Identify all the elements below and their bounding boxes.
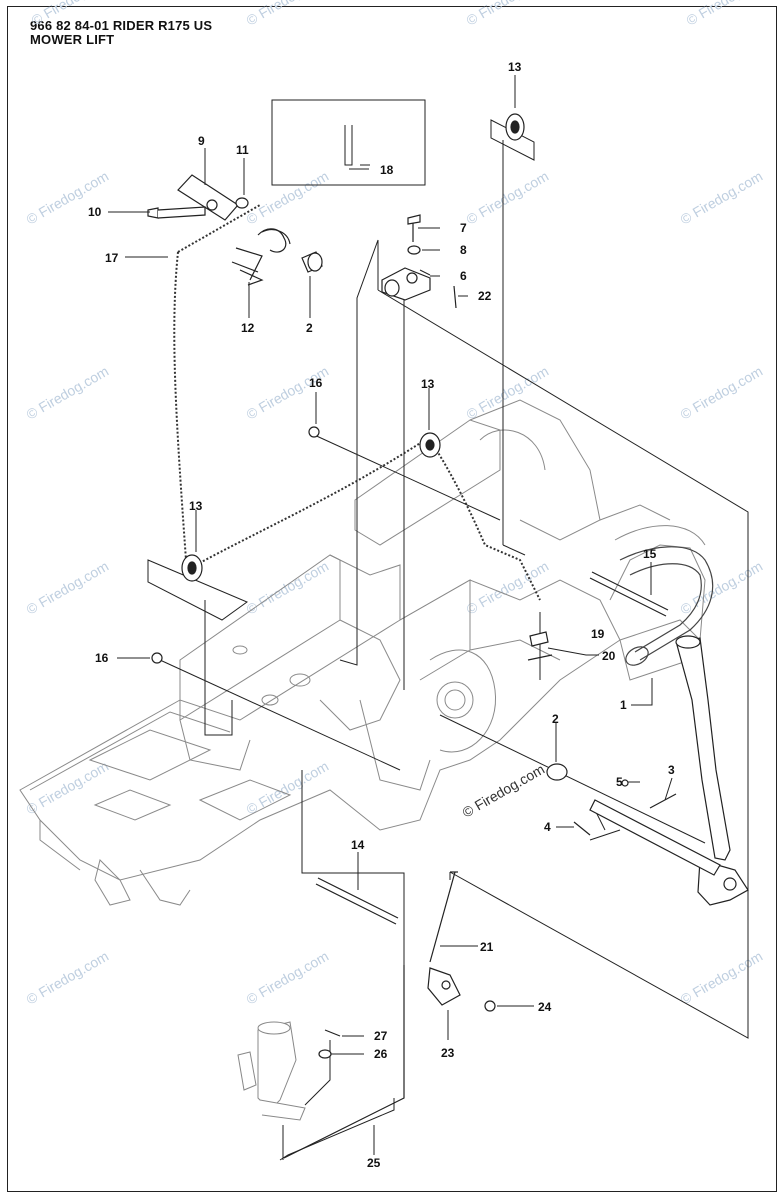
nut-part-24 xyxy=(484,1000,496,1012)
bolt-part-5 xyxy=(621,779,629,787)
nut-part-16-upper xyxy=(308,426,320,438)
callout-25: 25 xyxy=(367,1156,381,1170)
diagram-title: 966 82 84-01 RIDER R175 US xyxy=(30,18,213,33)
shaft-part-3 xyxy=(589,799,721,876)
callout-26: 26 xyxy=(374,1047,388,1061)
spring-part-12 xyxy=(231,228,291,286)
chassis-frame xyxy=(19,399,706,906)
pulley-lower-13 xyxy=(181,554,203,582)
callout-13-lower: 13 xyxy=(189,499,203,513)
pedal-assembly xyxy=(237,1021,306,1121)
nut-part-19 xyxy=(529,631,549,647)
callout-23: 23 xyxy=(441,1046,455,1060)
washer-part-26 xyxy=(318,1049,332,1059)
lift-chain xyxy=(173,204,541,601)
callout-12: 12 xyxy=(241,321,255,335)
bracket-part-23 xyxy=(427,967,461,1006)
callout-8: 8 xyxy=(460,243,467,257)
pulley-mid-13 xyxy=(419,432,441,458)
callout-14: 14 xyxy=(351,838,365,852)
watermark: © Firedog.com xyxy=(29,0,117,29)
callout-24: 24 xyxy=(538,1000,552,1014)
rod-part-14 xyxy=(315,877,399,925)
rod-part-15 xyxy=(589,571,669,617)
watermark: © Firedog.com xyxy=(24,558,112,618)
leader-lines xyxy=(147,99,749,1161)
watermark: © Firedog.com xyxy=(464,168,552,228)
watermark: © Firedog.com xyxy=(464,0,552,29)
callout-2-lower: 2 xyxy=(552,712,559,726)
pin-part-4 xyxy=(573,821,591,836)
pin-part-27 xyxy=(324,1029,341,1037)
bracket-part-9 xyxy=(147,174,249,221)
bushing-part-2-top xyxy=(301,251,323,273)
link-rod-part-21 xyxy=(429,871,458,963)
bushing-part-2-lower xyxy=(546,763,568,781)
watermark: © Firedog.com xyxy=(464,363,552,423)
callout-2-top: 2 xyxy=(306,321,313,335)
diagram-subtitle: MOWER LIFT xyxy=(30,32,115,47)
pulley-top-13 xyxy=(505,113,525,141)
bolt-part-7 xyxy=(407,214,421,242)
callout-22: 22 xyxy=(478,289,492,303)
callout-13-mid: 13 xyxy=(421,377,435,391)
callout-21: 21 xyxy=(480,940,494,954)
callout-3: 3 xyxy=(668,763,675,777)
callout-9: 9 xyxy=(198,134,205,148)
callout-11: 11 xyxy=(236,143,249,157)
callout-20: 20 xyxy=(602,649,616,663)
callout-16-lower: 16 xyxy=(95,651,109,665)
callout-7: 7 xyxy=(460,221,467,235)
callout-leaders xyxy=(108,75,673,1155)
callout-13-top: 13 xyxy=(508,60,522,74)
callout-6: 6 xyxy=(460,269,467,283)
watermark: © Firedog.com xyxy=(244,0,332,29)
callout-16-upper: 16 xyxy=(309,376,323,390)
callout-18: 18 xyxy=(380,163,394,177)
watermark: © Firedog.com xyxy=(24,948,112,1008)
watermark: © Firedog.com xyxy=(678,168,766,228)
diagram-frame xyxy=(7,6,777,1192)
header: 966 82 84-01 RIDER R175 US MOWER LIFT xyxy=(30,19,212,47)
callout-15: 15 xyxy=(643,547,657,561)
pipe-part xyxy=(619,546,714,666)
callout-5: 5 xyxy=(616,775,623,789)
watermark: © Firedog.com xyxy=(24,758,112,818)
watermark: © Firedog.com xyxy=(244,363,332,423)
nut-part-16-lower xyxy=(151,652,163,664)
washer-part-8 xyxy=(407,245,421,255)
watermark: © Firedog.com xyxy=(244,558,332,618)
rod-part-25 xyxy=(283,965,405,1159)
pin-part-20 xyxy=(527,654,553,661)
pin-part-22 xyxy=(453,285,457,309)
watermark: © Firedog.com xyxy=(244,948,332,1008)
callout-labels: 13 9 11 18 10 7 8 6 22 17 12 2 16 13 13 … xyxy=(88,60,675,1170)
watermark-layer: © Firedog.com © Firedog.com © Firedog.co… xyxy=(24,0,772,1008)
clamp-part-6 xyxy=(381,267,431,301)
callout-17: 17 xyxy=(105,251,119,265)
center-watermark: © Firedog.com xyxy=(460,761,548,821)
callout-19: 19 xyxy=(591,627,605,641)
watermark: © Firedog.com xyxy=(24,363,112,423)
watermark: © Firedog.com xyxy=(464,558,552,618)
callout-4: 4 xyxy=(544,820,551,834)
watermark: © Firedog.com xyxy=(678,363,766,423)
spring-pin-part-3 xyxy=(649,793,677,809)
watermark: © Firedog.com xyxy=(678,948,766,1008)
callout-1: 1 xyxy=(620,698,627,712)
callout-27: 27 xyxy=(374,1029,388,1043)
watermark: © Firedog.com xyxy=(244,168,332,228)
callout-10: 10 xyxy=(88,205,102,219)
watermark: © Firedog.com xyxy=(684,0,772,29)
